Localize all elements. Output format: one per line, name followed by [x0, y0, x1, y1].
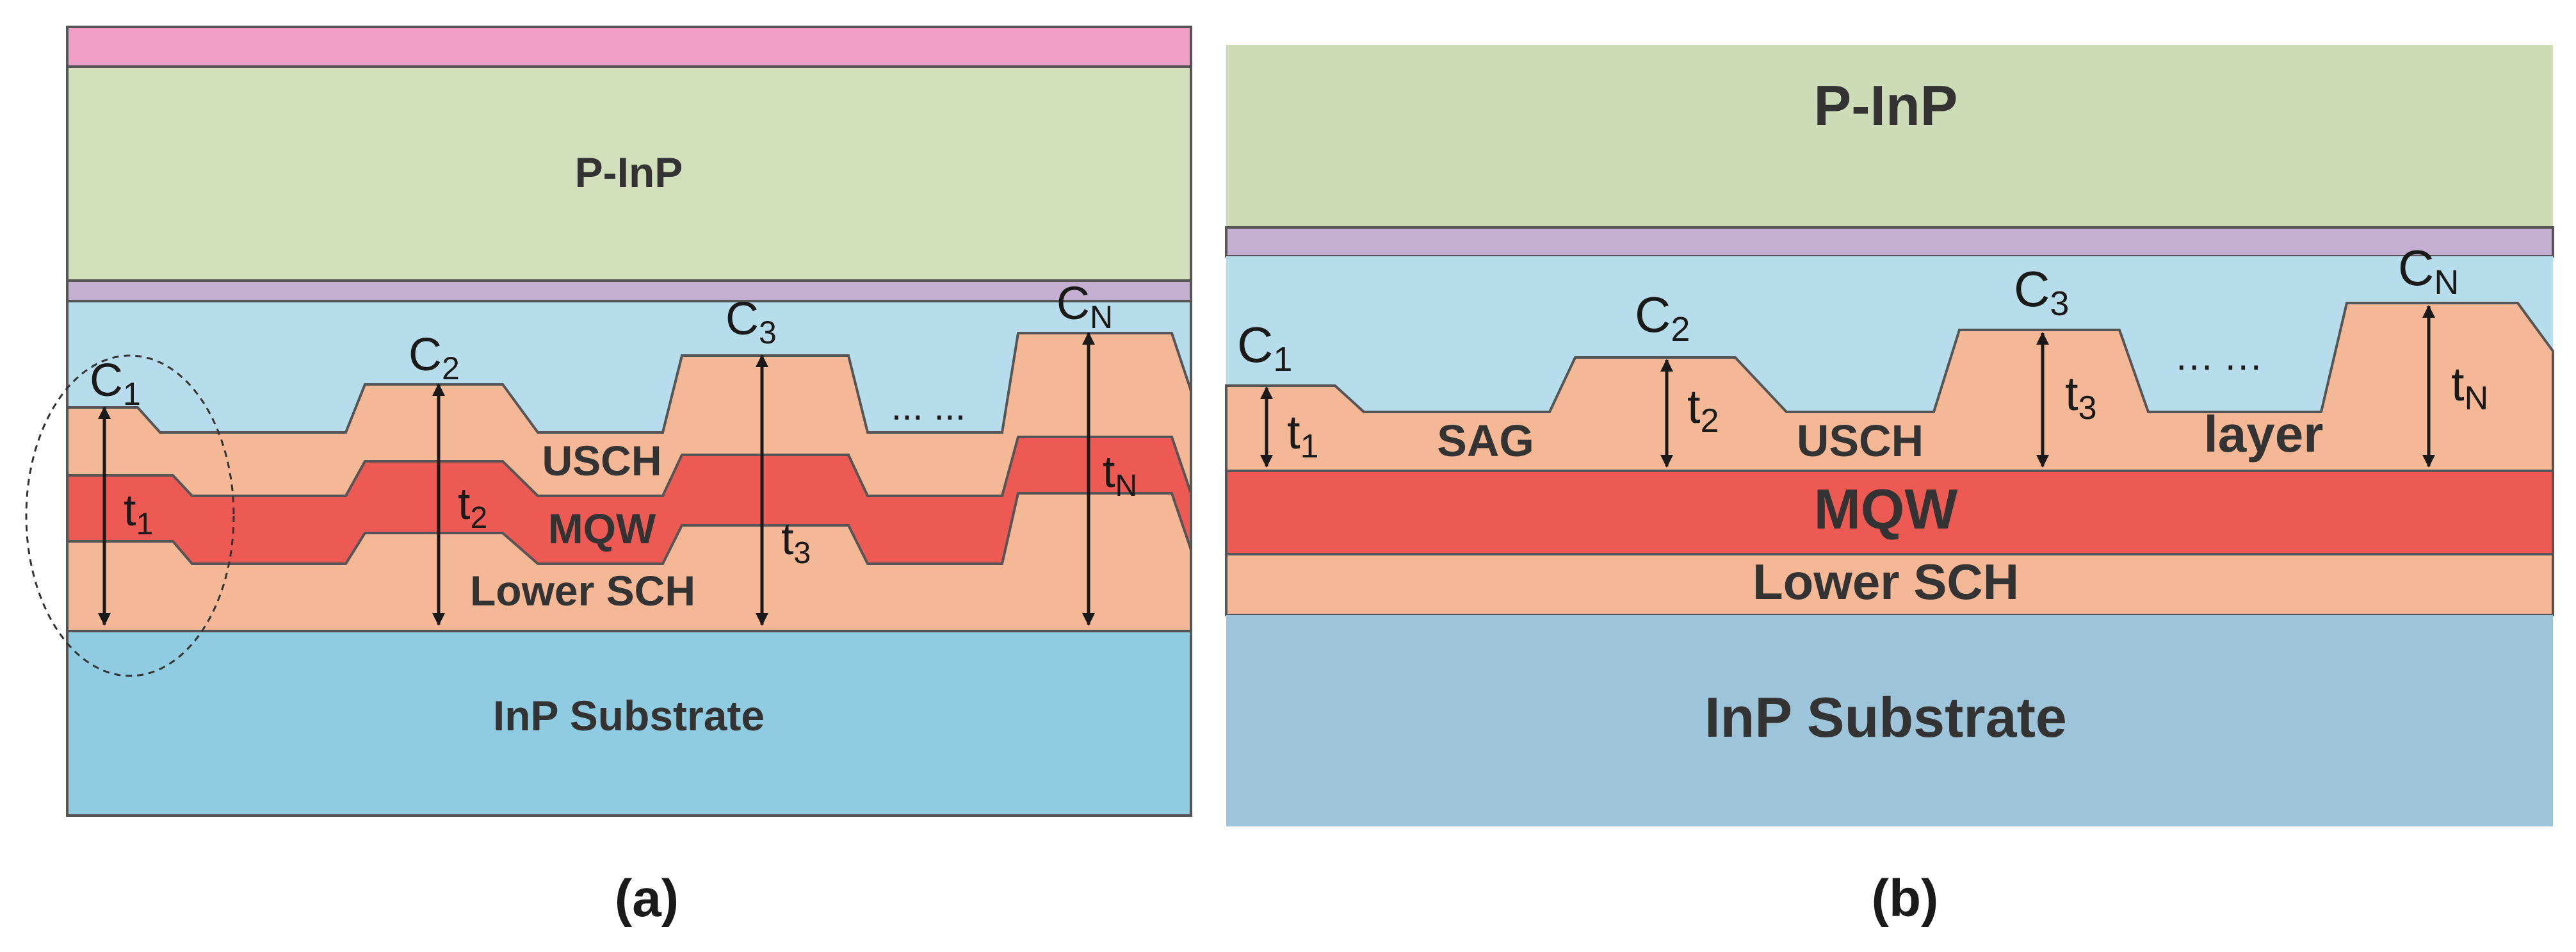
panel-b-mqw-label: MQW	[1814, 477, 1958, 541]
panel-b-p-inp-layer	[1226, 45, 2553, 227]
panel-a-t3-label: t3	[781, 514, 811, 570]
panel-a-c2-label: C2	[409, 329, 460, 386]
panel-b-t2-label: t2	[1687, 380, 1719, 439]
panel-b-p-inp-label: P-InP	[1814, 74, 1958, 137]
panel-a-usch-label: USCH	[542, 437, 661, 484]
panel-a-caption: (a)	[615, 869, 679, 928]
panel-b-lower-sch-label: Lower SCH	[1753, 554, 2019, 610]
panel-a-substrate-label: InP Substrate	[493, 692, 765, 739]
panel-b-t1-label: t1	[1287, 406, 1318, 465]
panel-a-t2-label: t2	[458, 479, 487, 535]
panel-b-caption: (b)	[1872, 869, 1939, 928]
panel-b-cn-label: CN	[2398, 240, 2459, 302]
panel-b-sag-usch-layer	[1225, 302, 2554, 472]
panel-b-c1-label: C1	[1237, 316, 1292, 379]
panel-b-substrate-layer	[1226, 615, 2553, 826]
panel-a-substrate-layer	[66, 630, 1192, 817]
panel-b: P-InP SAG USCH layer MQW Lower SCH InP S…	[1225, 45, 2554, 928]
panel-b-lavender-layer	[1225, 226, 2554, 258]
panel-b-ellipsis: ··· ···	[2175, 343, 2263, 386]
panel-a: P-InP USCH MQW Lower SCH InP Substrate .…	[25, 26, 1192, 928]
panel-a-ellipsis: ... ...	[891, 385, 966, 428]
panel-a-frame	[66, 26, 1192, 817]
panel-b-t3-label: t3	[2065, 367, 2096, 427]
panel-a-t1-label: t1	[124, 485, 153, 541]
panel-a-p-inp-label: P-InP	[575, 149, 683, 196]
panel-a-c1-label: C1	[90, 355, 141, 412]
panel-a-pink-cap-layer	[66, 26, 1192, 68]
panel-b-lower-sch-layer	[1225, 553, 2554, 616]
panel-b-substrate-label: InP Substrate	[1705, 685, 2067, 749]
panel-a-tn-label: tN	[1103, 447, 1137, 503]
panel-b-sag-label: SAG	[1437, 416, 1534, 466]
panel-b-usch-label: USCH	[1797, 416, 1924, 466]
panel-b-c3-label: C3	[2014, 261, 2069, 323]
panel-b-layer-label: layer	[2204, 406, 2324, 463]
panel-a-lower-sch-label: Lower SCH	[470, 567, 695, 614]
panel-a-mqw-label: MQW	[548, 505, 656, 552]
panel-a-lavender-layer	[66, 279, 1192, 302]
panel-a-p-inp-layer	[66, 65, 1192, 282]
panel-b-tn-label: tN	[2451, 357, 2488, 417]
panel-b-c2-label: C2	[1635, 286, 1690, 349]
panel-a-c3-label: C3	[725, 293, 777, 350]
panel-a-cn-label: CN	[1057, 278, 1113, 335]
panel-a-section-1-highlight	[25, 354, 235, 677]
